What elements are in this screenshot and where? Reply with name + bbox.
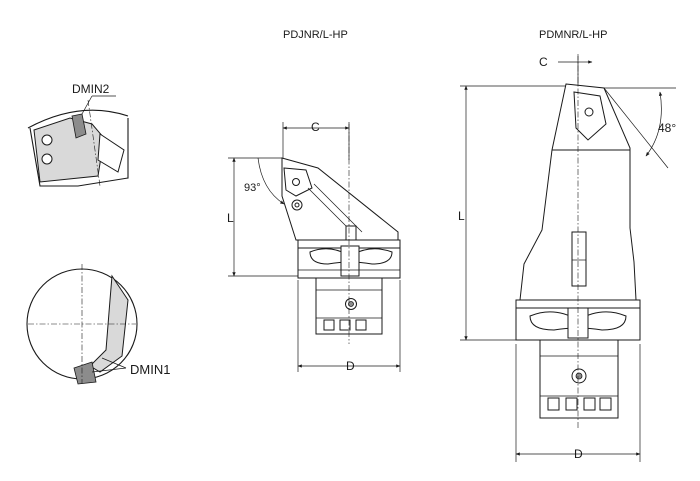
dmin2-label: DMIN2 (72, 82, 110, 96)
pdmnr-angle: 48° (658, 121, 676, 135)
pdmnr-dim-c: C (539, 55, 548, 69)
detail-dmin1: DMIN1 (26, 264, 170, 385)
pdjnr-title: PDJNR/L-HP (283, 29, 348, 41)
view-pdmnr: PDMNR/L-HP C L (458, 29, 676, 462)
view-pdjnr: PDJNR/L-HP C (227, 29, 401, 373)
pdjnr-angle: 93° (244, 182, 261, 194)
pdmnr-dim-d: D (574, 447, 583, 461)
dmin1-label: DMIN1 (130, 362, 170, 377)
pdjnr-dim-l: L (227, 211, 234, 225)
detail-dmin2: DMIN2 (27, 82, 129, 187)
pdjnr-dim-c: C (311, 120, 320, 134)
pdmnr-title: PDMNR/L-HP (539, 29, 607, 41)
pdmnr-dim-l: L (458, 209, 465, 223)
pdjnr-dim-d: D (346, 359, 355, 373)
